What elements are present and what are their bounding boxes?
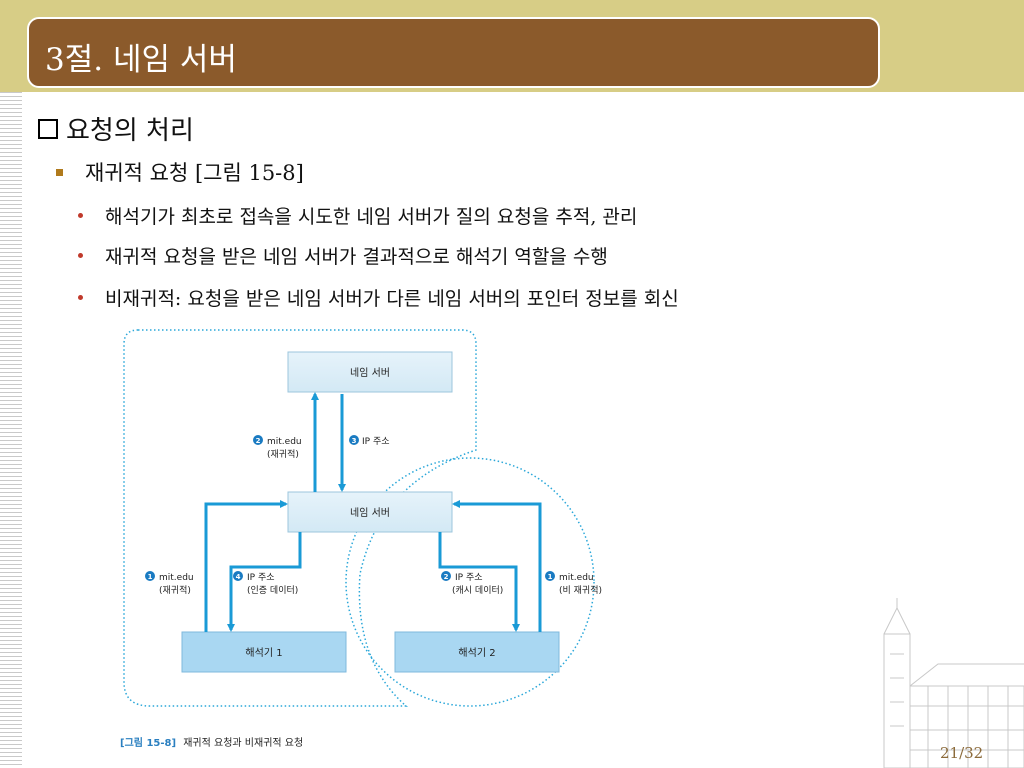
heading-row: 요청의 처리 [38, 110, 194, 147]
step4-label-line1: IP 주소 [247, 572, 275, 583]
bullet-row: 비재귀적: 요청을 받은 네임 서버가 다른 네임 서버의 포인터 정보를 회신 [78, 284, 679, 311]
caption-text: 재귀적 요청과 비재귀적 요청 [183, 737, 303, 749]
bullet-row: 해석기가 최초로 접속을 시도한 네임 서버가 질의 요청을 추적, 관리 [78, 202, 637, 229]
step-number-badge [145, 571, 155, 581]
step2-right-label-line1: IP 주소 [455, 572, 483, 583]
step-number: 4 [236, 573, 241, 581]
arrow-resolver1-request [204, 500, 288, 632]
step-number: 3 [352, 437, 357, 445]
title-bar: 3절. 네임 서버 [27, 17, 880, 88]
bullet-row: 재귀적 요청을 받은 네임 서버가 결과적으로 해석기 역할을 수행 [78, 242, 608, 269]
resolver1-box [181, 631, 347, 673]
mid-name-server-box [287, 491, 453, 533]
step3-label-line1: IP 주소 [362, 436, 390, 447]
building-sketch-image [883, 598, 1024, 768]
top-name-server-box [287, 351, 453, 393]
step-number: 2 [256, 437, 261, 445]
dot-bullet-icon [78, 213, 83, 218]
resolver1-label: 해석기 1 [245, 646, 282, 659]
mid-name-server-label: 네임 서버 [350, 506, 390, 519]
subheading-row: 재귀적 요청 [그림 15-8] [56, 157, 304, 187]
step-number: 1 [548, 573, 553, 581]
hollow-square-bullet-icon [38, 118, 58, 139]
step-number-badge [233, 571, 243, 581]
step-number: 2 [444, 573, 449, 581]
dot-bullet-icon [78, 295, 83, 300]
bullet-text: 비재귀적: 요청을 받은 네임 서버가 다른 네임 서버의 포인터 정보를 회신 [105, 288, 679, 310]
step-number-badge [253, 435, 263, 445]
step2-label-line1: mit.edu [267, 437, 302, 447]
resolver2-box [394, 631, 560, 673]
arrow-resolver1-reply [227, 532, 302, 632]
step-number-badge [349, 435, 359, 445]
step-number-badge [441, 571, 451, 581]
resolver2-label: 해석기 2 [458, 646, 495, 659]
figure-caption: [그림 15-8] 재귀적 요청과 비재귀적 요청 [120, 737, 303, 749]
subheading-text: 재귀적 요청 [그림 15-8] [85, 161, 304, 185]
nonrecursive-region-outline [345, 457, 595, 707]
step-number: 1 [148, 573, 153, 581]
left-decorative-lines [0, 92, 22, 768]
bullet-text: 해석기가 최초로 접속을 시도한 네임 서버가 질의 요청을 추적, 관리 [105, 206, 638, 228]
top-name-server-label: 네임 서버 [350, 366, 390, 379]
square-bullet-icon [56, 168, 63, 176]
heading-text: 요청의 처리 [66, 116, 194, 146]
slide-title: 3절. 네임 서버 [45, 42, 237, 78]
step1-right-label-line1: mit.edu [559, 573, 594, 583]
step1-left-label-line1: mit.edu [159, 573, 194, 583]
bullet-text: 재귀적 요청을 받은 네임 서버가 결과적으로 해석기 역할을 수행 [105, 246, 608, 268]
step2-label-line2: (재귀적) [267, 448, 299, 460]
step2-right-label-line2: (캐시 데이터) [452, 585, 503, 596]
recursive-region-outline [123, 329, 477, 707]
page-number: 21/32 [940, 744, 984, 762]
step1-right-label-line2: (비 재귀적) [559, 584, 602, 596]
dot-bullet-icon [78, 253, 83, 258]
step1-left-label-line2: (재귀적) [159, 584, 191, 596]
arrow-resolver2-request [452, 500, 542, 632]
arrow-resolver2-reply [438, 532, 520, 632]
step-number-badge [545, 571, 555, 581]
recursive-request-diagram: 네임 서버 네임 서버 해석기 1 해석기 2 2 mit.edu (재귀적) … [120, 329, 602, 749]
caption-prefix: [그림 15-8] [120, 737, 176, 749]
step4-label-line2: (인증 데이터) [247, 585, 298, 596]
